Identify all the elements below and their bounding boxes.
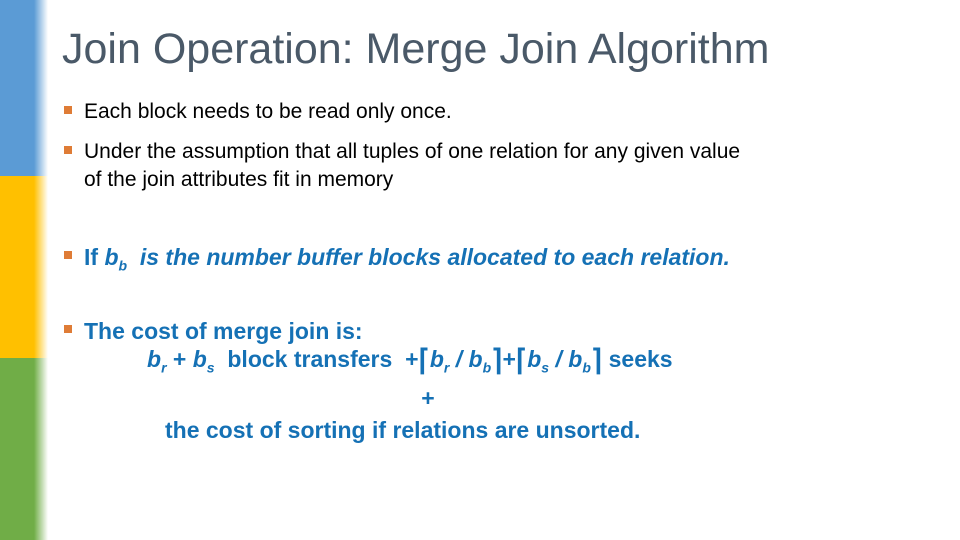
- divide-op: /: [549, 346, 569, 372]
- bullet-text: Under the assumption that all tuples of …: [84, 138, 740, 194]
- var-bb: bb: [104, 244, 128, 274]
- lceil-bracket-icon: ⌈: [418, 345, 430, 377]
- bullet-assumption: Under the assumption that all tuples of …: [64, 138, 944, 194]
- bullet-rest: is the number buffer blocks allocated to…: [127, 244, 730, 270]
- sorting-cost-text: the cost of sorting if relations are uns…: [165, 417, 641, 443]
- bullet-square-icon: [64, 251, 72, 259]
- bullet-text: If bb is the number buffer blocks alloca…: [84, 243, 730, 274]
- bullet-square-icon: [64, 325, 72, 333]
- plus-op: +: [405, 346, 419, 372]
- bullet-square-icon: [64, 106, 72, 114]
- bullet-merge-cost: The cost of merge join is:: [64, 317, 944, 345]
- page-title: Join Operation: Merge Join Algorithm: [62, 25, 770, 73]
- divide-op: /: [449, 346, 469, 372]
- var-bb: bb: [468, 346, 492, 376]
- rceil-bracket-icon: ⌉: [590, 345, 603, 377]
- bullet-square-icon: [64, 146, 72, 154]
- var-bs: bs: [527, 346, 550, 376]
- transfers-label: block transfers: [214, 346, 406, 372]
- var-bb: bb: [568, 346, 591, 376]
- var-bs: bs: [192, 346, 215, 376]
- var-br: br: [147, 346, 167, 376]
- bullet-text: Each block needs to be read only once.: [84, 100, 452, 123]
- var-br: br: [429, 346, 450, 376]
- bullet-buffer-blocks: If bb is the number buffer blocks alloca…: [64, 243, 944, 274]
- bullet-line-2: of the join attributes fit in memory: [84, 168, 394, 191]
- plus-op: +: [502, 346, 516, 372]
- sidebar-accent-bar: [0, 0, 48, 540]
- rceil-bracket-icon: ⌉: [491, 345, 503, 377]
- if-prefix: If: [84, 244, 105, 270]
- sidebar-fade-edge: [34, 0, 48, 540]
- lceil-bracket-icon: ⌈: [515, 345, 528, 377]
- plus-op: +: [166, 346, 193, 372]
- bullet-line-1: Under the assumption that all tuples of …: [84, 140, 741, 163]
- bullet-text: The cost of merge join is:: [84, 318, 363, 344]
- seeks-label: seeks: [602, 346, 673, 372]
- cost-formula: br + bs block transfers +⌈br / bb⌉+⌈bs /…: [147, 345, 673, 376]
- bullet-read-once: Each block needs to be read only once.: [64, 98, 934, 126]
- plus-connector: +: [421, 385, 435, 411]
